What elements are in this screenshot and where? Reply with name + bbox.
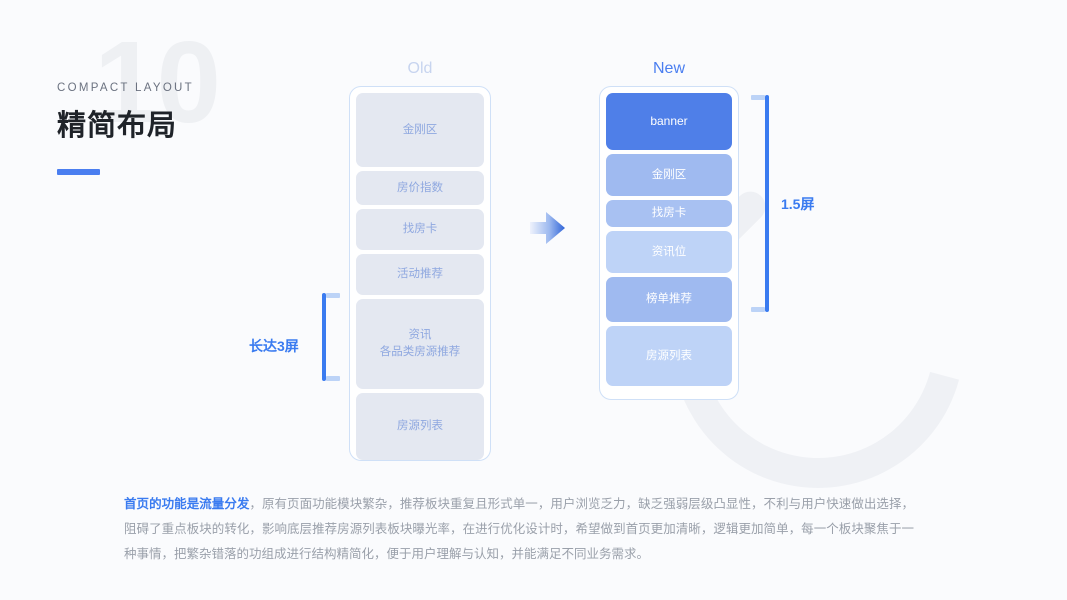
old-card-stack: 金刚区房价指数找房卡活动推荐资讯各品类房源推荐房源列表 bbox=[356, 93, 484, 460]
title-underline-rule bbox=[57, 169, 100, 175]
new-card-3: 找房卡 bbox=[606, 200, 732, 227]
new-card-label: banner bbox=[650, 113, 688, 128]
old-card-3: 找房卡 bbox=[356, 209, 484, 250]
bracket-cap-top bbox=[326, 293, 340, 298]
old-card-5: 资讯各品类房源推荐 bbox=[356, 299, 484, 389]
old-card-label: 金刚区 bbox=[402, 123, 438, 136]
old-layout-phone-frame: 金刚区房价指数找房卡活动推荐资讯各品类房源推荐房源列表 bbox=[349, 86, 491, 461]
page-title: 精简布局 bbox=[57, 110, 178, 142]
bracket-cap-bottom bbox=[751, 307, 765, 312]
new-layout-phone-frame: banner 金刚区找房卡资讯位榜单推荐房源列表 bbox=[599, 86, 739, 400]
bracket-cap-bottom bbox=[326, 376, 340, 381]
old-card-4: 活动推荐 bbox=[356, 254, 484, 295]
new-card-label: 金刚区 bbox=[651, 168, 687, 181]
old-card-label: 房源列表 bbox=[397, 420, 443, 433]
old-card-label: 房价指数 bbox=[397, 181, 443, 194]
old-measure-label: 长达3屏 bbox=[249, 338, 299, 354]
new-height-bracket bbox=[749, 95, 769, 312]
section-kicker: COMPACT LAYOUT bbox=[57, 82, 194, 94]
new-card-label: 资讯位 bbox=[651, 245, 687, 258]
new-card-label: 房源列表 bbox=[646, 349, 692, 362]
old-card-label: 活动推荐 bbox=[397, 268, 443, 281]
caption-body: ，原有页面功能模块繁杂，推荐板块重复且形式单一，用户浏览乏力，缺乏强弱层级凸显性… bbox=[124, 497, 914, 561]
new-column-title: New bbox=[652, 60, 685, 77]
old-card-6: 房源列表 bbox=[356, 393, 484, 460]
bracket-cap-top bbox=[751, 95, 765, 100]
new-card-4: 资讯位 bbox=[606, 231, 732, 273]
new-measure-label: 1.5屏 bbox=[781, 196, 815, 212]
transition-arrow-icon bbox=[530, 211, 566, 245]
new-card-label: 找房卡 bbox=[651, 207, 687, 220]
old-height-bracket bbox=[322, 293, 342, 381]
new-card-label: 榜单推荐 bbox=[646, 293, 692, 306]
caption-paragraph: 首页的功能是流量分发，原有页面功能模块繁杂，推荐板块重复且形式单一，用户浏览乏力… bbox=[124, 492, 914, 567]
new-card-2: 金刚区 bbox=[606, 154, 732, 196]
new-card-6: 房源列表 bbox=[606, 326, 732, 386]
old-column-title: Old bbox=[407, 60, 433, 77]
new-card-1: banner bbox=[606, 93, 732, 150]
old-card-1: 金刚区 bbox=[356, 93, 484, 167]
heading-block: 10 COMPACT LAYOUT 精简布局 bbox=[57, 24, 357, 175]
new-card-stack: banner 金刚区找房卡资讯位榜单推荐房源列表 bbox=[606, 93, 732, 393]
new-card-5: 榜单推荐 bbox=[606, 277, 732, 322]
old-card-label: 找房卡 bbox=[402, 223, 438, 236]
bracket-stem bbox=[322, 293, 326, 381]
old-card-label: 资讯各品类房源推荐 bbox=[379, 329, 461, 358]
caption-highlight: 首页的功能是流量分发 bbox=[124, 497, 250, 511]
section-number-watermark: 10 bbox=[94, 17, 221, 147]
old-card-2: 房价指数 bbox=[356, 171, 484, 205]
bracket-stem bbox=[765, 95, 769, 312]
